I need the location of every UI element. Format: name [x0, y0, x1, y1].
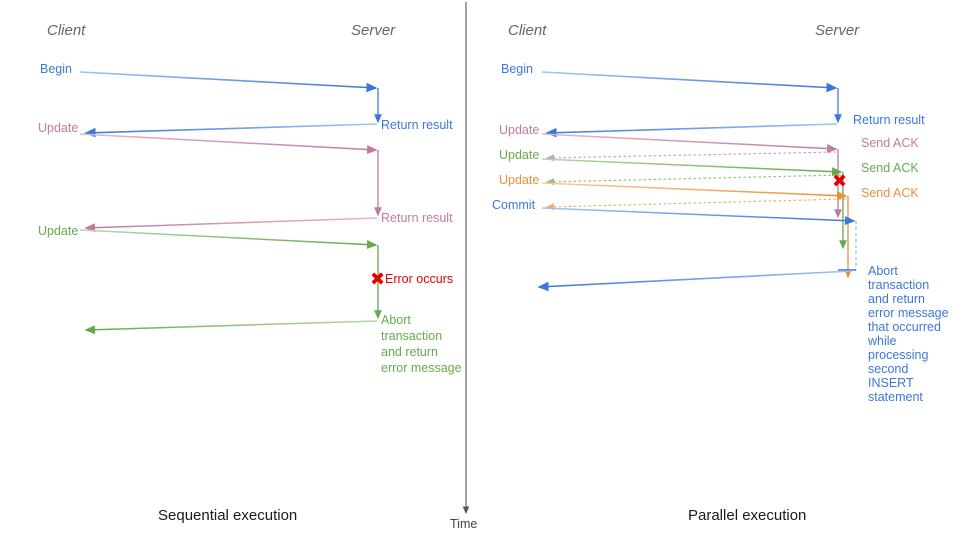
arrow-return-result-p [545, 123, 838, 138]
arrow-update-2 [79, 229, 378, 250]
right-label-return-result: Return result [853, 113, 925, 127]
right-label-abort-5: that occurred [868, 320, 941, 334]
arrow-return-result-2 [84, 217, 378, 233]
right-label-begin: Begin [501, 62, 533, 76]
right-label-update-1: Update [499, 123, 540, 137]
error-x-icon-parallel: ✖ [832, 171, 848, 191]
right-label-ack-2: Send ACK [861, 161, 919, 175]
arrow-update-1-p [541, 133, 838, 154]
right-actor-client: Client [508, 22, 547, 39]
arrow-update-1 [79, 133, 378, 155]
left-label-abort-2: transaction [381, 329, 443, 343]
right-label-update-2: Update [499, 148, 540, 162]
left-actor-client: Client [47, 22, 86, 39]
left-label-update-1: Update [38, 121, 79, 135]
arrow-update-3-p [541, 182, 848, 201]
arrow-commit [541, 207, 856, 226]
sequential-panel-arrows [79, 71, 382, 335]
right-label-commit: Commit [492, 198, 536, 212]
arrow-update-2-p [541, 158, 843, 177]
arrow-begin-p [541, 71, 838, 93]
right-label-abort-1: Abort [868, 264, 898, 278]
left-label-abort-4: error message [381, 361, 462, 375]
left-label-begin: Begin [40, 62, 72, 76]
left-label-update-2: Update [38, 224, 79, 238]
right-label-ack-3: Send ACK [861, 186, 919, 200]
right-label-abort-8: second [868, 362, 909, 376]
left-label-abort-1: Abort [381, 313, 411, 327]
left-label-abort-3: and return [381, 345, 438, 359]
left-panel-caption: Sequential execution [158, 507, 298, 524]
arrow-send-ack-3 [545, 198, 847, 211]
right-label-abort-9: INSERT [868, 376, 914, 390]
left-label-error-occurs: Error occurs [385, 272, 454, 286]
time-axis-label: Time [450, 517, 478, 531]
left-label-return-result-2: Return result [381, 211, 453, 225]
arrow-return-result-1 [84, 123, 378, 138]
arrow-abort-return-p [537, 270, 853, 292]
arrow-send-ack-2 [545, 174, 842, 186]
arrow-send-ack-1 [545, 151, 837, 162]
right-label-ack-1: Send ACK [861, 136, 919, 150]
right-label-update-3: Update [499, 173, 540, 187]
right-actor-server: Server [815, 22, 860, 39]
left-actor-server: Server [351, 22, 396, 39]
right-label-abort-10: statement [868, 390, 923, 404]
right-label-abort-2: transaction [868, 278, 930, 292]
arrow-begin [79, 71, 378, 93]
right-label-abort-4: error message [868, 306, 949, 320]
error-x-icon: ✖ [370, 269, 386, 289]
right-label-abort-3: and return [868, 292, 925, 306]
left-label-return-result-1: Return result [381, 118, 453, 132]
arrow-abort-return [84, 320, 378, 335]
right-panel-caption: Parallel execution [688, 507, 807, 524]
parallel-panel-arrows [537, 71, 857, 292]
right-label-abort-6: while [868, 334, 897, 348]
right-label-abort-7: processing [868, 348, 929, 362]
